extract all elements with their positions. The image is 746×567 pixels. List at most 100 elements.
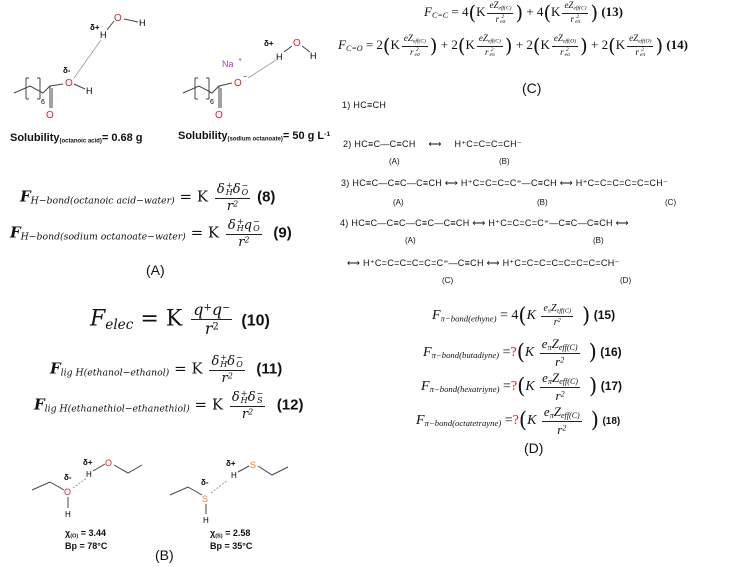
resonance-row-3: 3) HC≡C—C≡C—C≡CH ⟷ H⁺C=C=C=C⁼—C≡CH ⟷ H⁺C… <box>341 178 669 189</box>
num-text: eZ <box>489 0 499 10</box>
anion-oxygen: O <box>234 78 242 89</box>
number-text: (10) <box>241 312 270 330</box>
coef-text: + 2 <box>591 36 609 52</box>
den-sup-text: 2 <box>490 46 494 53</box>
n2-text: δ <box>227 353 236 369</box>
den-sub-text: eπ <box>575 18 581 25</box>
lhs-text: F <box>421 378 430 394</box>
coef-text: + 4 <box>526 3 544 19</box>
coef-text: = 2 <box>365 36 383 52</box>
number-text: (15) <box>593 308 616 323</box>
den-sup-text: 2 <box>227 370 233 380</box>
number-text: (13) <box>601 3 623 19</box>
index-text: 2) <box>343 139 352 149</box>
structure-label: (B) <box>537 198 548 207</box>
delta-plus: δ+ <box>83 458 93 467</box>
den-sub-text: eσ <box>414 51 420 58</box>
acceptor-hydrogen: H <box>203 516 209 525</box>
den-sup-text: 2 <box>248 406 254 416</box>
sub-text: (sodium octanoate) <box>227 136 283 143</box>
n1-sup-text: + <box>220 353 228 362</box>
coef-text: = <box>502 344 511 360</box>
water-oxygen: O <box>114 13 122 24</box>
structure-label: (B) <box>593 236 604 245</box>
lhs-text: F <box>338 36 346 52</box>
num-sub2-text: eff(C) <box>558 343 578 352</box>
panel-label-d: (D) <box>524 440 544 456</box>
lhs-sub-text: lig H(ethanol−ethanol) <box>60 367 170 379</box>
sodium-octanoate-water-structure: 6 O O − Na + H δ+ O H <box>182 38 317 121</box>
n2-text: δ <box>247 389 256 405</box>
carbonyl-oxygen: O <box>215 110 223 121</box>
n2-text: q <box>211 300 223 319</box>
den-text: r <box>226 198 234 214</box>
n2-sup-text: − <box>222 302 231 314</box>
num2-text: Z <box>551 303 557 314</box>
anion-charge: − <box>243 74 247 81</box>
lhs-text: F <box>50 359 61 378</box>
K-text: K <box>527 412 537 428</box>
index-text: 4) <box>340 218 349 228</box>
lhs-text: F <box>423 344 432 360</box>
q-text: ? <box>512 412 519 428</box>
structure-label: (A) <box>389 157 400 166</box>
den-text: r <box>221 370 228 386</box>
den-text: r <box>560 47 564 58</box>
den-text: r <box>553 316 558 328</box>
solubility-sodium-octanoate: Solubility(sodium octanoate)= 50 g L-1 <box>178 130 330 143</box>
resonance-arrow: ⟷ <box>428 139 442 149</box>
K-text: K <box>551 3 561 19</box>
num2-text: Z <box>551 336 559 351</box>
coef-text: = 4 <box>500 308 519 324</box>
K-text: K <box>390 36 400 52</box>
formula-text: HC≡C—C≡C—C≡C—C≡CH <box>351 218 470 228</box>
carbonyl-oxygen: O <box>46 110 54 121</box>
num-text: e <box>543 303 548 314</box>
den-sup-text: 2 <box>557 316 561 324</box>
resonance-arrow: ⟷ <box>486 258 500 268</box>
eq-text: = K <box>190 223 220 242</box>
n1-sup-text: + <box>240 389 248 398</box>
water-hydrogen: H <box>100 30 107 40</box>
structure-label: (A) <box>405 236 416 245</box>
eq-text: = K <box>174 359 203 378</box>
n1-sub-text: H <box>236 224 244 234</box>
num-sub2-text: eff(C) <box>559 377 578 386</box>
n2-text: δ <box>232 181 241 197</box>
den-text: r <box>241 406 249 422</box>
den-sup-text: 2 <box>212 321 219 333</box>
delta-plus: δ+ <box>90 23 100 32</box>
sodium-ion: Na <box>222 59 234 69</box>
delta-plus: δ+ <box>226 459 236 468</box>
sub-text: (octanoic acid) <box>59 138 102 145</box>
ethanethiol-properties: χ(S) = 2.58 Bp = 35°C <box>210 527 252 552</box>
label-text: Solubility <box>178 130 228 142</box>
n2-sub-text: O <box>236 360 243 370</box>
den-sup-text: 2 <box>562 423 567 433</box>
formula-text: H⁺C=C=C=C=C=CH⁻ <box>575 178 669 188</box>
acceptor-oxygen: O <box>64 487 71 497</box>
K-text: K <box>476 3 486 19</box>
chi-value-text: = 3.44 <box>80 528 107 538</box>
num2-text: Z <box>553 404 561 419</box>
structure-label: (C) <box>665 198 677 207</box>
hydroxyl-hydrogen: H <box>86 86 93 96</box>
resonance-row-1: 1) HC≡CH <box>342 100 386 111</box>
den-sup-text: 2 <box>560 355 565 365</box>
water-hydrogen-2: H <box>139 18 146 28</box>
resonance-arrow: ⟷ <box>472 218 486 228</box>
num-text: eZ <box>564 0 574 10</box>
acceptor-hydrogen: H <box>65 510 71 519</box>
resonance-arrow: ⟷ <box>347 258 361 268</box>
lhs-text: F <box>432 308 441 324</box>
formula-text: H⁺C=C=C=CH⁻ <box>454 139 523 149</box>
n1-text: δ <box>216 181 225 197</box>
num-sub-text: eff(C) <box>487 38 501 45</box>
K-text: K <box>526 308 536 324</box>
lhs-sub-text: lig H(ethanethiol−ethanethiol) <box>44 403 190 415</box>
lhs-sub-text: C=O <box>345 43 363 53</box>
num-sub1-text: π <box>547 307 552 315</box>
lhs-sub-text: H−bond(sodium octanoate−water) <box>20 231 186 243</box>
q-text: ? <box>510 378 518 394</box>
delta-plus: δ+ <box>264 39 274 48</box>
